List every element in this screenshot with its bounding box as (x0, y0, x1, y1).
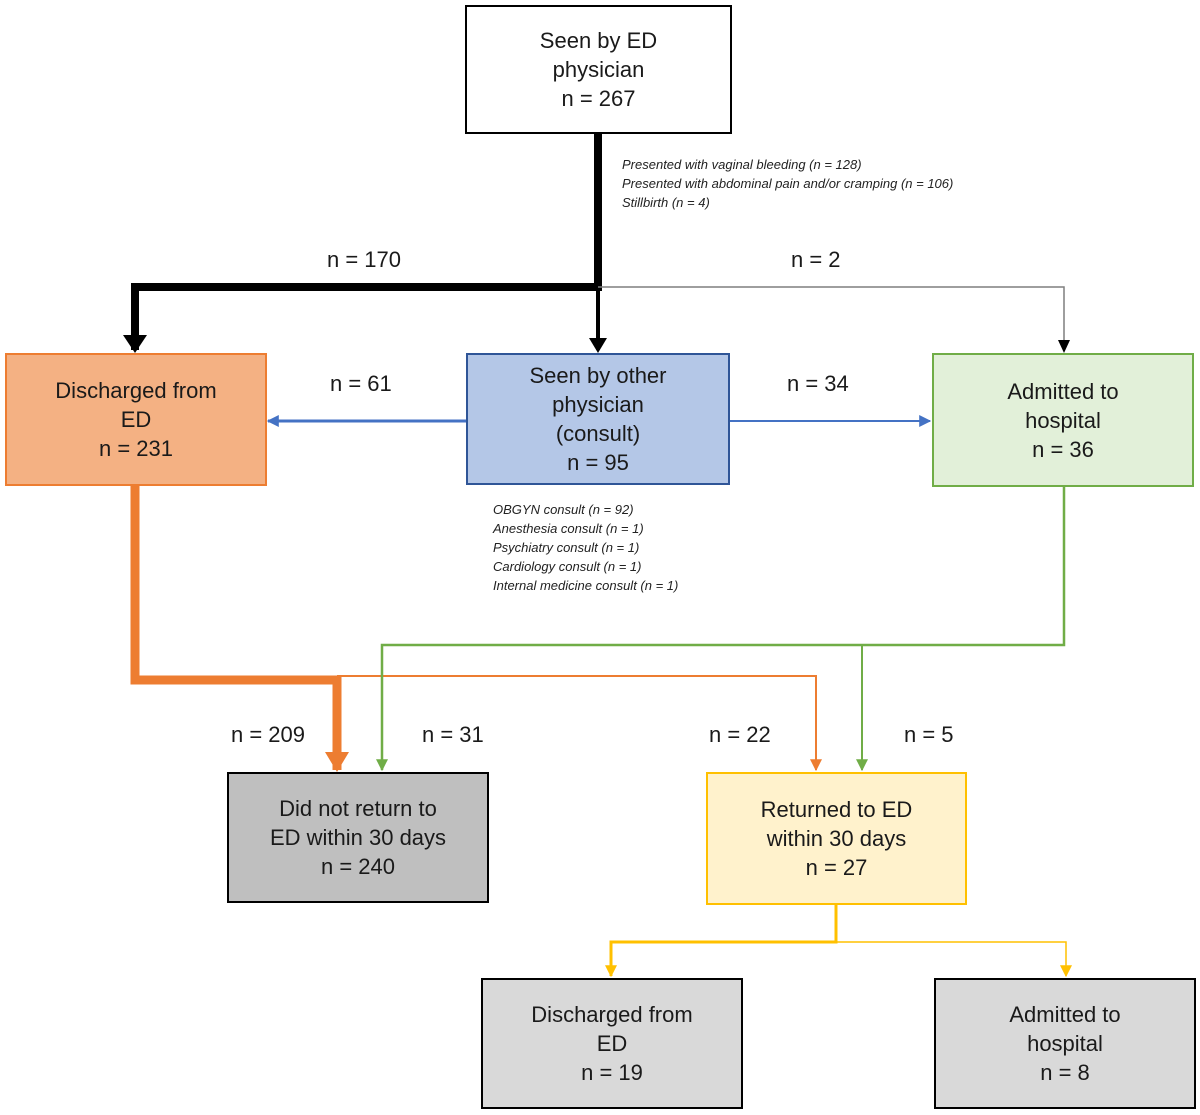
arrow-ed-to-discharged (131, 283, 602, 351)
box-return-discharged: Discharged from ED n = 19 (481, 978, 743, 1109)
arrow-discharged-to-no-return (130, 485, 342, 770)
box-line: physician (552, 57, 645, 82)
box-line: ED within 30 days (269, 825, 447, 850)
box-line: n = 8 (1040, 1060, 1090, 1085)
box-seen-by-other-physician: Seen by other physician (consult) n = 95 (466, 353, 730, 485)
presentation-notes: Presented with vaginal bleeding (n = 128… (622, 155, 953, 212)
box-line: Returned to ED (760, 797, 913, 822)
box-line: Admitted to (1007, 378, 1119, 404)
label-discharged-to-return: n = 22 (709, 722, 771, 747)
box-line: n = 95 (567, 450, 629, 475)
box-did-not-return: Did not return to ED within 30 days n = … (227, 772, 489, 903)
box-line: n = 19 (581, 1060, 643, 1085)
box-admitted-to-hospital: Admitted to hospital n = 36 (932, 353, 1194, 487)
box-line: n = 36 (1032, 436, 1094, 462)
box-line: physician (552, 392, 644, 417)
box-line: (consult) (555, 421, 641, 446)
box-line: Seen by other (529, 363, 667, 388)
box-line: ED (596, 1031, 628, 1056)
box-line: ED (120, 407, 152, 432)
label-admitted-to-no-return: n = 31 (422, 722, 484, 747)
label-consult-to-discharged: n = 61 (330, 371, 392, 396)
note-line: OBGYN consult (n = 92) (493, 502, 634, 517)
arrow-return-to-admitted (836, 941, 1072, 978)
box-returned-to-ed: Returned to ED within 30 days n = 27 (706, 772, 967, 905)
arrow-admitted-to-no-return (376, 487, 1066, 772)
label-consult-to-admitted: n = 34 (787, 371, 849, 396)
note-line: Psychiatry consult (n = 1) (493, 540, 640, 555)
box-seen-by-ed-physician: Seen by ED physician n = 267 (465, 5, 732, 134)
box-line: Discharged from (531, 1002, 693, 1027)
label-ed-to-discharged: n = 170 (327, 247, 402, 272)
box-line: Discharged from (55, 378, 217, 403)
note-line: Internal medicine consult (n = 1) (493, 578, 679, 593)
box-line: hospital (1027, 1031, 1103, 1056)
box-return-admitted: Admitted to hospital n = 8 (934, 978, 1196, 1109)
box-line: hospital (1025, 407, 1101, 433)
note-line: Cardiology consult (n = 1) (493, 559, 642, 574)
box-line: n = 231 (98, 436, 173, 461)
arrow-return-to-discharged (605, 905, 838, 978)
note-line: Presented with abdominal pain and/or cra… (622, 176, 954, 191)
box-line: n = 267 (561, 86, 636, 111)
label-discharged-to-no-return: n = 209 (231, 722, 306, 747)
box-line: n = 27 (805, 855, 868, 880)
box-line: Admitted to (1009, 1002, 1121, 1027)
box-line: Seen by ED (539, 28, 658, 53)
box-discharged-from-ed: Discharged from ED n = 231 (5, 353, 267, 486)
note-line: Stillbirth (n = 4) (622, 195, 710, 210)
arrow-discharged-to-return (337, 675, 822, 772)
note-line: Presented with vaginal bleeding (n = 128… (622, 157, 862, 172)
box-line: Did not return to (279, 796, 437, 821)
label-admitted-to-return: n = 5 (904, 722, 954, 747)
note-line: Anesthesia consult (n = 1) (493, 521, 644, 536)
label-ed-to-admitted: n = 2 (791, 247, 841, 272)
box-line: within 30 days (766, 826, 907, 851)
box-line: n = 240 (320, 854, 395, 879)
arrow-ed-to-admitted (598, 286, 1065, 350)
consult-notes: OBGYN consult (n = 92) Anesthesia consul… (493, 500, 678, 595)
